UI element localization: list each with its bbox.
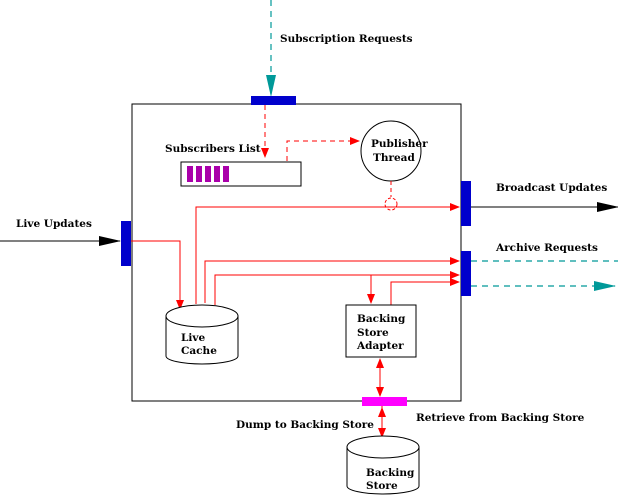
- live-cache-label-line1: Live: [181, 332, 205, 344]
- subscription-requests-label: Subscription Requests: [280, 33, 413, 45]
- publisher-label-line2: Thread: [373, 152, 415, 164]
- adapter-label-line1: Backing: [357, 313, 406, 325]
- subscriber-slots: [187, 166, 229, 182]
- backing-store-label-line2: Store: [366, 480, 398, 492]
- subscriber-slot: [205, 166, 211, 182]
- live-updates-label: Live Updates: [16, 218, 92, 230]
- live-cache-cylinder: [165, 304, 239, 365]
- adapter-to-archive-line: [390, 278, 460, 305]
- cache-to-archive-line-1: [204, 257, 460, 303]
- retrieve-label: Retrieve from Backing Store: [416, 412, 585, 424]
- subscriber-slot: [187, 166, 193, 182]
- subscribers-list-label: Subscribers List: [165, 143, 261, 155]
- backing-store-port: [362, 397, 407, 406]
- publisher-label-line1: Publisher: [371, 138, 428, 150]
- dump-label: Dump to Backing Store: [236, 419, 374, 431]
- broadcast-port: [461, 181, 471, 226]
- live-updates-port: [121, 221, 131, 266]
- subscriber-slot: [196, 166, 202, 182]
- adapter-label-line3: Adapter: [356, 340, 404, 352]
- broadcast-updates-label: Broadcast Updates: [496, 182, 607, 194]
- live-cache-label-line2: Cache: [181, 345, 217, 357]
- backing-store-label-line1: Backing: [366, 467, 415, 479]
- cache-to-archive-line-2: [214, 271, 460, 305]
- subscriber-slot: [214, 166, 220, 182]
- adapter-label-line2: Store: [357, 327, 389, 339]
- publisher-thread-node: [360, 120, 422, 182]
- publisher-tap-circle: [384, 197, 398, 211]
- archive-port: [461, 251, 471, 296]
- archive-requests-label: Archive Requests: [495, 242, 598, 254]
- subscriber-slot: [223, 166, 229, 182]
- live-in-to-cache-line: [131, 240, 184, 310]
- subscription-port: [251, 96, 296, 105]
- cache-to-broadcast-line: [195, 203, 460, 304]
- backing-store-cylinder: [346, 435, 420, 495]
- backing-store-adapter-box: [345, 304, 417, 358]
- list-to-publisher-line: [286, 137, 360, 161]
